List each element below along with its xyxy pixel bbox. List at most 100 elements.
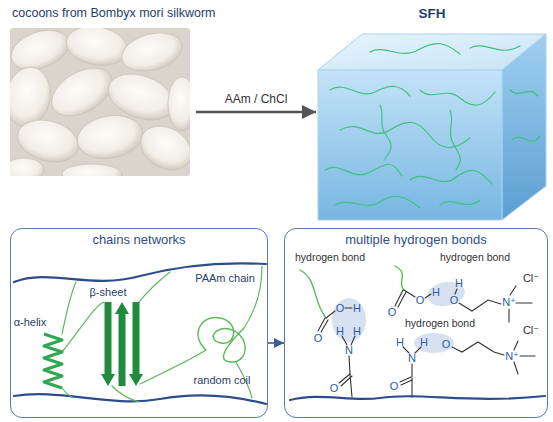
bond-line xyxy=(404,290,415,297)
bond-line xyxy=(339,374,350,383)
bond-line xyxy=(321,320,328,332)
atom-label: Cl⁻ xyxy=(523,324,539,336)
atom-label: N⁺ xyxy=(502,296,516,308)
silk-threads xyxy=(62,266,262,402)
bond-line xyxy=(452,342,504,355)
atom-label: H xyxy=(396,336,404,348)
cocoon-photo xyxy=(10,28,190,176)
cocoon xyxy=(10,28,74,77)
atom-label: O xyxy=(388,306,397,318)
paam-chain xyxy=(290,396,545,400)
flow-arrow xyxy=(268,342,284,344)
gel-top-face xyxy=(318,34,546,70)
atom-label: O xyxy=(390,380,399,392)
atom-label: Cl⁻ xyxy=(523,272,539,284)
bond-line xyxy=(398,292,406,307)
atom-label: O xyxy=(330,382,339,394)
bond-line xyxy=(411,378,412,397)
silk-fibre xyxy=(450,110,460,170)
atom-label: O xyxy=(442,338,451,350)
atom-label: O xyxy=(336,302,345,314)
hydrogel-block xyxy=(318,34,546,220)
atom-label: H xyxy=(455,277,463,289)
structure-label: α-helix xyxy=(14,316,47,328)
atom-label: H xyxy=(353,302,361,314)
atom-label: H xyxy=(432,286,440,298)
silk-fibre xyxy=(380,105,391,160)
flow-arrow xyxy=(196,111,316,114)
silk-thread xyxy=(112,386,140,402)
bond-line xyxy=(395,290,403,306)
silk-fibre xyxy=(340,122,470,147)
bond-line xyxy=(520,355,535,356)
alpha-helix xyxy=(44,334,62,388)
silk-fibre xyxy=(325,164,402,176)
cocoon xyxy=(63,28,131,70)
silk-fibre xyxy=(512,136,540,141)
beta-strand xyxy=(101,302,115,386)
atom-label: H xyxy=(336,325,344,337)
silk-fibre xyxy=(470,46,520,50)
atom-label: N xyxy=(345,344,353,356)
bond-highlight xyxy=(332,298,366,342)
bond-line xyxy=(411,364,412,377)
atom-label: H xyxy=(353,325,361,337)
bond-line xyxy=(349,356,350,374)
paam-chain xyxy=(14,394,266,404)
panel-heading: cocoons from Bombyx mori silkworm xyxy=(8,4,196,22)
atom-label: N xyxy=(408,352,416,364)
bond-line xyxy=(455,289,457,294)
cocoon xyxy=(62,164,122,176)
cocoon-group xyxy=(10,28,190,176)
bond-line xyxy=(425,294,431,298)
photo-background xyxy=(10,28,190,176)
bond-highlights xyxy=(332,279,467,353)
chain-network xyxy=(14,263,266,404)
panel-box: chains networks xyxy=(10,228,268,418)
atom-label: O xyxy=(416,294,425,306)
paam-chains xyxy=(290,396,545,400)
bond-line xyxy=(400,377,411,382)
silk-thread xyxy=(139,272,170,302)
cocoon xyxy=(74,111,146,164)
panel-heading: chains networks xyxy=(11,229,267,252)
bond-label: hydrogen bond xyxy=(405,318,475,330)
silk-fibre xyxy=(440,200,480,205)
bond-line xyxy=(350,374,352,397)
silk-chains xyxy=(300,266,404,318)
structure-label: β-sheet xyxy=(90,286,127,298)
hydrogen-bond-structures xyxy=(290,266,545,400)
bond-line xyxy=(514,341,518,350)
gel-front-face xyxy=(318,70,502,220)
beta-strand xyxy=(129,302,143,386)
bond-line xyxy=(459,300,501,311)
bond-line xyxy=(516,302,532,303)
silk-fibre xyxy=(410,170,492,184)
silk-thread xyxy=(62,302,104,352)
cocoon xyxy=(102,66,180,129)
bond-line xyxy=(401,380,412,385)
beta-sheet xyxy=(101,302,143,386)
silk-fibre xyxy=(420,90,495,105)
cocoon xyxy=(13,114,83,169)
cocoon xyxy=(10,158,44,176)
beta-strand xyxy=(115,302,129,386)
bond-line xyxy=(345,307,352,308)
cocoon xyxy=(133,117,190,176)
reagent-label: AAm / ChCl xyxy=(225,92,288,106)
random-coil xyxy=(198,318,245,362)
silk-chain xyxy=(395,266,404,290)
silk-thread xyxy=(62,388,74,398)
cocoon xyxy=(168,77,190,131)
illustration-panel: SFH xyxy=(316,4,548,222)
bond-line xyxy=(351,336,355,345)
bond-line xyxy=(342,336,347,345)
atom-label: O xyxy=(314,332,323,344)
silk-fibre xyxy=(370,44,460,54)
silk-thread xyxy=(62,282,76,334)
bond-line xyxy=(326,311,335,318)
bond-label: hydrogen bond xyxy=(295,252,365,264)
